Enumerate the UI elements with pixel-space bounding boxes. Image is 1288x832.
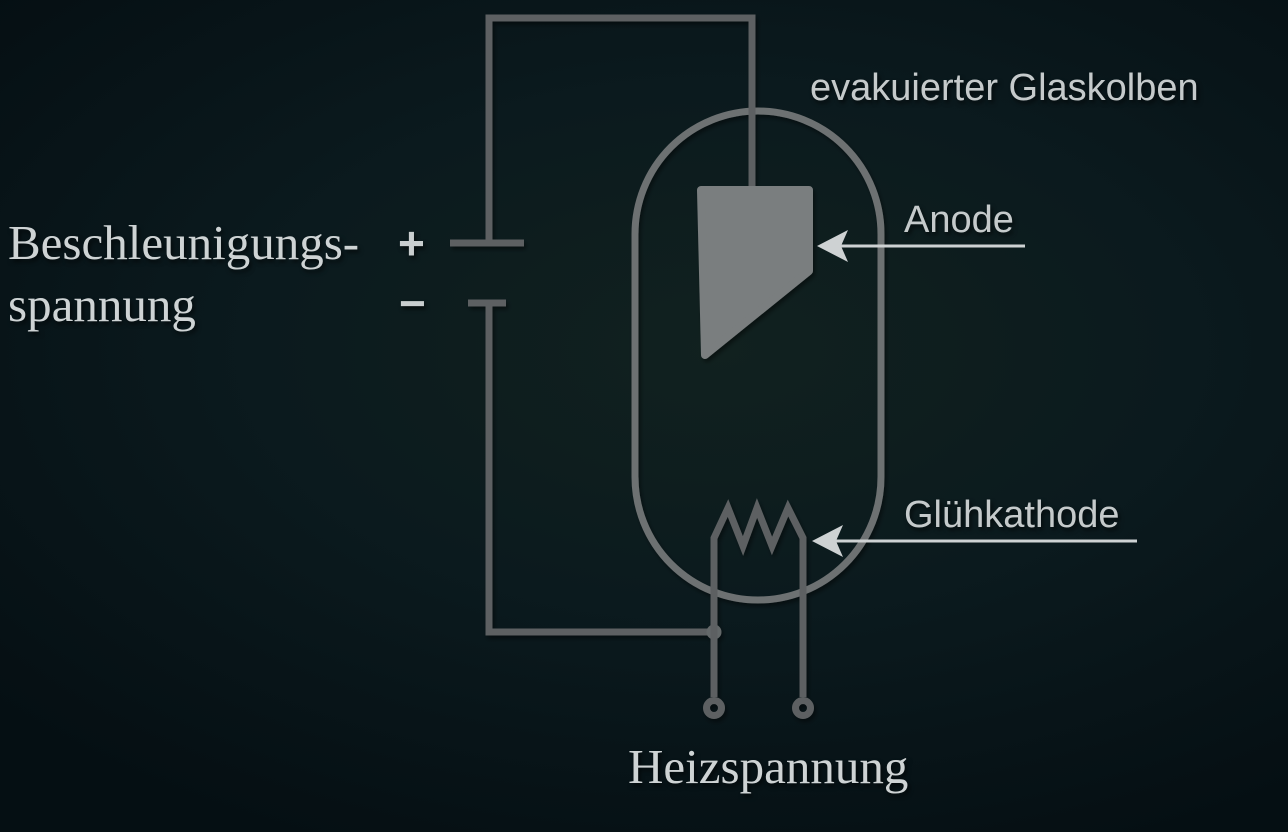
heater-terminal-left <box>703 697 725 719</box>
wire-battery-to-cathode <box>485 306 714 636</box>
anode-plate <box>697 186 813 359</box>
glass-bulb-outline <box>631 107 885 604</box>
wire-anode-to-battery <box>485 14 756 240</box>
cathode-arrowhead <box>812 525 843 557</box>
anode-arrow-icon <box>817 230 1025 262</box>
cathode-filament <box>710 498 807 697</box>
cathode-label: Glühkathode <box>904 494 1120 536</box>
minus-sign: − <box>399 277 426 329</box>
anode-label: Anode <box>904 199 1014 241</box>
acceleration-voltage-line2: spannung <box>8 277 196 332</box>
acceleration-voltage-label: Beschleunigungs- spannung <box>8 212 359 336</box>
heating-voltage-label: Heizspannung <box>628 739 909 794</box>
plus-sign: + <box>398 217 425 269</box>
glass-bulb-label: evakuierter Glaskolben <box>810 67 1199 109</box>
acceleration-voltage-line1: Beschleunigungs- <box>8 215 360 270</box>
anode-arrowhead <box>817 230 848 262</box>
cathode-arrow-icon <box>812 525 1137 557</box>
heater-terminal-right <box>792 697 814 719</box>
